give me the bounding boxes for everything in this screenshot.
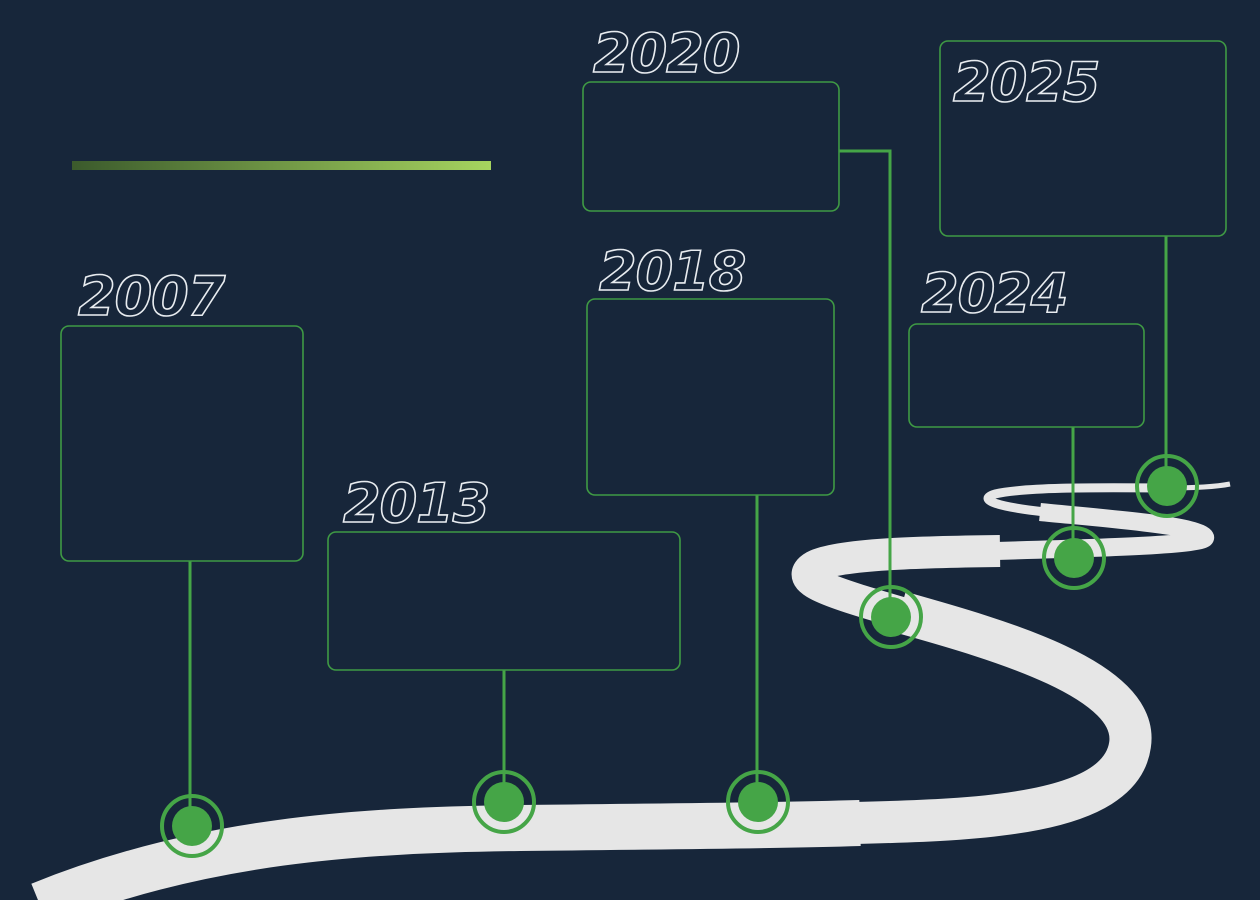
year-label: 2013 [343,472,489,535]
marker-dot[interactable] [1054,538,1094,578]
marker-dot[interactable] [1147,466,1187,506]
marker-ring [1135,454,1199,518]
marker-dot[interactable] [484,782,524,822]
milestone-card[interactable] [60,325,304,562]
milestone-card[interactable] [939,40,1227,237]
milestone-2013: 2013 [327,471,681,834]
marker-dot[interactable] [172,806,212,846]
milestone-2020: 2020 [582,21,923,649]
milestone-2025: 2025 [939,40,1227,518]
milestone-card[interactable] [586,298,835,496]
milestone-2018: 2018 [586,239,835,834]
year-label: 2024 [921,262,1067,325]
connectors [188,149,1168,826]
year-label: 2018 [599,240,745,303]
marker-ring [160,794,224,858]
milestone-2007: 2007 [60,264,304,858]
title-accent-bar [72,161,491,170]
connector-2020 [839,149,892,617]
marker-dot[interactable] [871,597,911,637]
marker-ring [472,770,536,834]
milestone-card[interactable] [582,81,840,212]
marker-ring [859,585,923,649]
year-label: 2007 [78,265,226,328]
marker-ring [726,770,790,834]
milestone-2024: 2024 [908,261,1145,590]
milestone-card[interactable] [908,323,1145,428]
year-label: 2025 [953,51,1099,114]
milestone-card[interactable] [327,531,681,671]
marker-dot[interactable] [738,782,778,822]
marker-ring [1042,526,1106,590]
year-label: 2020 [593,22,739,85]
